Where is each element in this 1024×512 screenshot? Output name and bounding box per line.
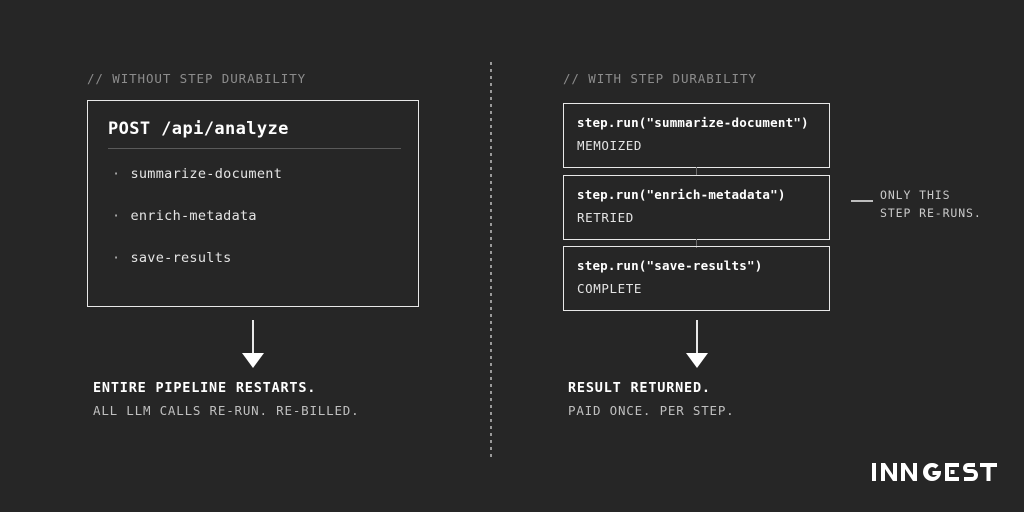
right-conclusion-headline: RESULT RETURNED. [568,380,711,396]
callout-connector-line [851,200,873,202]
vertical-dotted-divider [490,62,492,461]
right-conclusion-subline: PAID ONCE. PER STEP. [568,403,735,418]
list-item-label: save-results [130,250,232,266]
callout-line-1: ONLY THIS [880,188,951,202]
step-box: step.run("enrich-metadata") RETRIED [563,175,830,240]
bullet-icon: · [112,166,121,182]
arrow-stem [252,320,254,354]
step-box: step.run("save-results") COMPLETE [563,246,830,311]
callout-line-2: STEP RE-RUNS. [880,206,982,220]
status-badge: RETRIED [577,210,634,225]
arrow-head-icon [242,353,264,368]
inngest-logo [872,458,998,486]
left-conclusion-subline: ALL LLM CALLS RE-RUN. RE-BILLED. [93,403,360,418]
bullet-icon: · [112,250,121,266]
left-column-comment: // WITHOUT STEP DURABILITY [87,71,307,86]
right-conclusion: RESULT RETURNED. PAID ONCE. PER STEP. [568,380,735,418]
list-item: · enrich-metadata [112,208,257,224]
arrow-head-icon [686,353,708,368]
step-call-label: step.run("enrich-metadata") [577,187,786,202]
status-badge: MEMOIZED [577,138,643,153]
step-box: step.run("summarize-document") MEMOIZED [563,103,830,168]
left-conclusion: ENTIRE PIPELINE RESTARTS. ALL LLM CALLS … [93,380,359,418]
monolith-request-box: POST /api/analyze · summarize-document · e… [87,100,419,307]
monolith-title: POST /api/analyze [108,119,289,139]
list-item: · save-results [112,250,232,266]
step-connector-line [696,167,697,176]
list-item-label: enrich-metadata [130,208,257,224]
down-arrow-right [686,320,708,368]
list-item: · summarize-document [112,166,282,182]
status-badge: COMPLETE [577,281,643,296]
down-arrow-left [242,320,264,368]
callout-annotation: ONLY THIS STEP RE-RUNS. [880,186,982,222]
monolith-divider-rule [108,148,401,149]
step-call-label: step.run("save-results") [577,258,763,273]
left-conclusion-headline: ENTIRE PIPELINE RESTARTS. [93,380,317,396]
list-item-label: summarize-document [130,166,283,182]
bullet-icon: · [112,208,121,224]
arrow-stem [696,320,698,354]
step-call-label: step.run("summarize-document") [577,115,809,130]
step-connector-line [696,239,697,248]
right-column-comment: // WITH STEP DURABILITY [563,71,757,86]
